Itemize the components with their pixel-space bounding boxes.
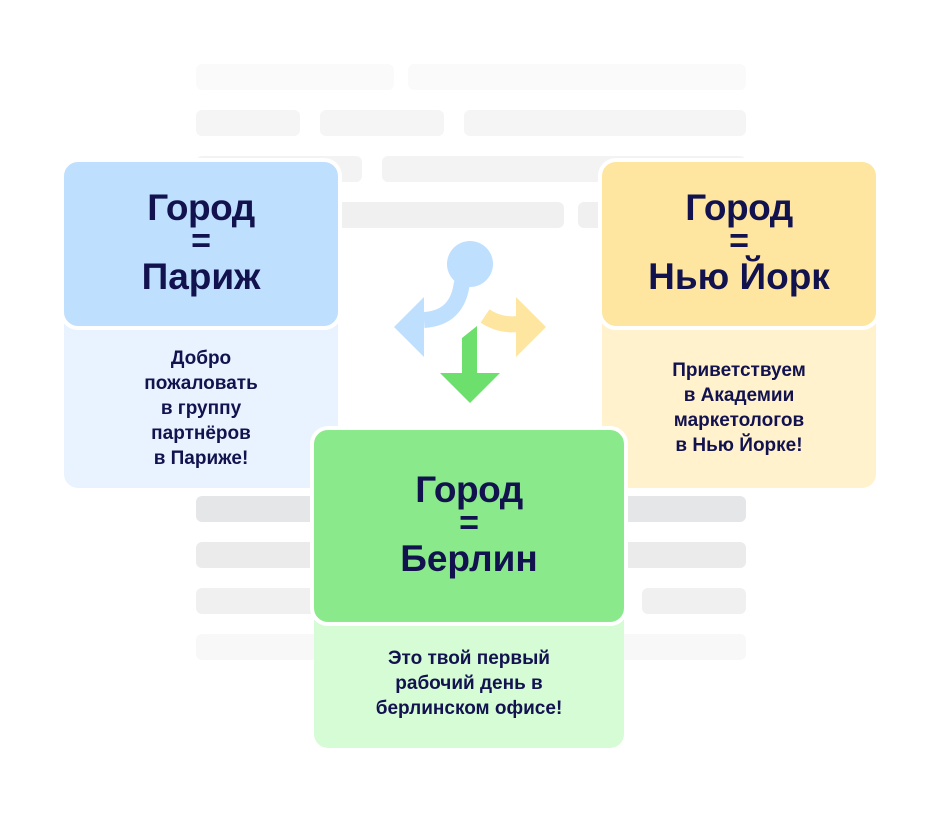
message-line: Приветствуем	[672, 360, 806, 381]
message-line: в группу	[160, 397, 242, 419]
city-name: Париж	[141, 256, 261, 297]
arrow-right-head	[516, 297, 546, 357]
message-line: Это твой первый	[388, 647, 550, 669]
city-card-newyork: Город = Нью Йорк Приветствуем в Академии…	[598, 158, 880, 492]
card-header: Город = Нью Йорк	[598, 158, 880, 330]
arrow-left-blue	[423, 280, 470, 328]
message-line: партнёров	[151, 422, 251, 444]
card-message: Приветствуем в Академии маркетологов в Н…	[602, 318, 876, 488]
message-line: рабочий день в	[395, 672, 543, 694]
equals-sign: =	[729, 222, 749, 260]
placeholder-bar	[408, 64, 746, 90]
city-card-paris: Город = Париж Добро пожаловать в группу …	[60, 158, 342, 492]
equals-sign: =	[459, 504, 479, 542]
message-line: в Нью Йорке!	[675, 435, 803, 456]
placeholder-bar	[196, 110, 300, 136]
branch-arrows-icon	[394, 241, 546, 403]
placeholder-bar	[196, 64, 394, 90]
arrow-down-green-shaft	[462, 326, 477, 374]
message-line: берлинском офисе!	[375, 697, 563, 719]
city-card-berlin: Это твой первый рабочий день в берлинско…	[310, 426, 628, 752]
message-line: маркетологов	[673, 410, 805, 431]
message-line: Добро	[170, 347, 232, 369]
placeholder-bar	[464, 110, 746, 136]
card-message: Это твой первый рабочий день в берлинско…	[314, 608, 624, 748]
arrow-left-head	[394, 297, 424, 357]
branch-origin-dot	[447, 241, 493, 287]
message-line: в Академии	[683, 385, 795, 406]
city-name: Нью Йорк	[648, 256, 830, 297]
arrow-right-yellow	[480, 309, 519, 333]
message-line: пожаловать	[144, 372, 258, 394]
equals-sign: =	[191, 222, 211, 260]
placeholder-bar	[642, 588, 746, 614]
condition-label: Город	[415, 469, 523, 510]
placeholder-bar	[320, 110, 444, 136]
condition-label: Город	[685, 187, 793, 228]
card-message: Добро пожаловать в группу партнёров в Па…	[64, 318, 338, 488]
arrow-down-head	[440, 373, 500, 403]
condition-label: Город	[147, 187, 255, 228]
city-name: Берлин	[400, 538, 538, 579]
card-header: Город = Берлин	[310, 426, 628, 626]
message-line: в Париже!	[153, 447, 249, 469]
card-header: Город = Париж	[60, 158, 342, 330]
